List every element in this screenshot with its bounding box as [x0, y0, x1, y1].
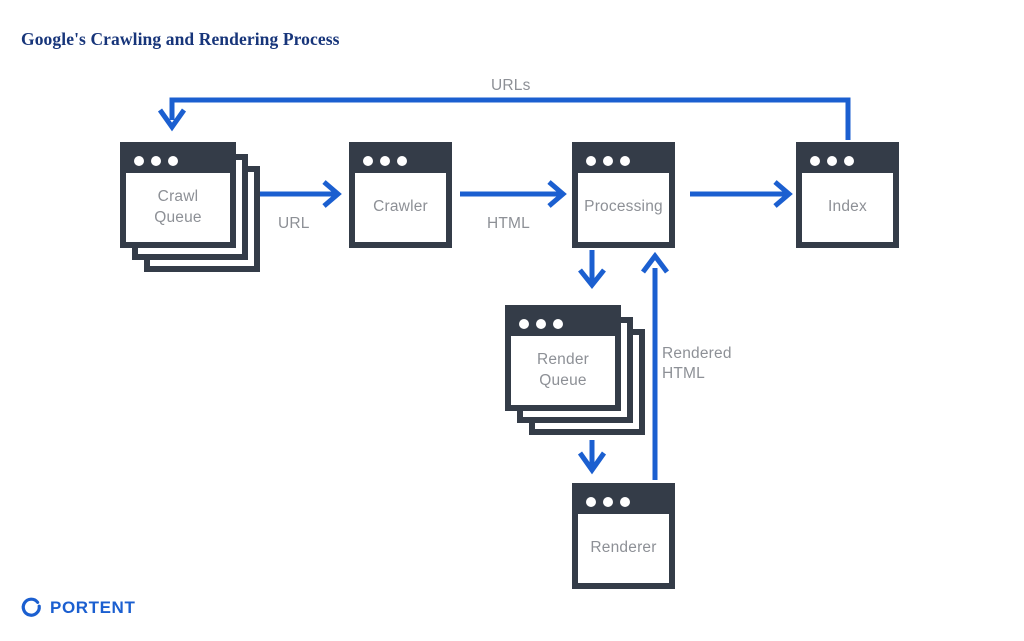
window-dot-icon — [620, 155, 630, 166]
page-title: Google's Crawling and Rendering Process — [21, 28, 340, 49]
window-titlebar — [578, 489, 669, 514]
edge-label-urls: URLs — [491, 77, 531, 94]
arrow-crawler-to-processing — [460, 180, 567, 208]
window-frame: Renderer — [572, 483, 675, 589]
window-body: Crawler — [355, 173, 446, 242]
arrow-index-to-crawl-queue — [157, 97, 851, 140]
window-frame: Index — [796, 142, 899, 248]
window-dot-icon — [620, 496, 630, 507]
window-frame: Processing — [572, 142, 675, 248]
arrow-processing-to-index — [690, 180, 793, 208]
window-dot-icon — [519, 318, 529, 329]
edge-label-rendered-html: Rendered HTML — [662, 345, 732, 383]
edge-label-url: URL — [278, 215, 310, 232]
portent-ring-icon — [21, 597, 41, 617]
node-label: Renderer — [590, 539, 657, 557]
node-label: Processing — [584, 198, 663, 216]
window-dot-icon — [586, 496, 596, 507]
window-titlebar — [355, 148, 446, 173]
window-body: Crawl Queue — [126, 173, 230, 242]
node-crawler[interactable]: Crawler — [349, 142, 452, 248]
node-crawl-queue[interactable]: Crawl Queue — [120, 142, 260, 272]
node-render-queue[interactable]: Render Queue — [505, 305, 645, 435]
portent-wordmark: PORTENT — [50, 598, 136, 617]
node-renderer[interactable]: Renderer — [572, 483, 675, 589]
window-dot-icon — [380, 155, 390, 166]
window-frame: Crawler — [349, 142, 452, 248]
window-dot-icon — [603, 155, 613, 166]
arrow-crawl-queue-to-crawler — [257, 180, 342, 208]
node-index[interactable]: Index — [796, 142, 899, 248]
window-dot-icon — [168, 155, 178, 166]
window-dot-icon — [844, 155, 854, 166]
window-body: Processing — [578, 173, 669, 242]
window-titlebar — [511, 311, 615, 336]
node-label: Crawler — [373, 198, 428, 216]
window-dot-icon — [810, 155, 820, 166]
window-frame: Crawl Queue — [120, 142, 236, 248]
node-processing[interactable]: Processing — [572, 142, 675, 248]
window-dot-icon — [363, 155, 373, 166]
window-frame: Render Queue — [505, 305, 621, 411]
arrow-render-queue-to-renderer — [577, 440, 607, 475]
arrow-processing-to-render-queue — [578, 250, 606, 290]
edge-label-html: HTML — [487, 215, 530, 232]
window-dot-icon — [553, 318, 563, 329]
node-label: Render Queue — [536, 350, 590, 389]
window-titlebar — [578, 148, 669, 173]
window-body: Renderer — [578, 514, 669, 583]
window-body: Index — [802, 173, 893, 242]
window-titlebar — [126, 148, 230, 173]
window-dot-icon — [397, 155, 407, 166]
window-dot-icon — [827, 155, 837, 166]
window-dot-icon — [603, 496, 613, 507]
portent-logo[interactable]: PORTENT — [20, 596, 135, 620]
window-dot-icon — [586, 155, 596, 166]
window-dot-icon — [151, 155, 161, 166]
window-dot-icon — [134, 155, 144, 166]
node-label: Index — [828, 198, 867, 216]
node-label: Crawl Queue — [154, 187, 202, 226]
window-titlebar — [802, 148, 893, 173]
window-dot-icon — [536, 318, 546, 329]
window-body: Render Queue — [511, 336, 615, 405]
